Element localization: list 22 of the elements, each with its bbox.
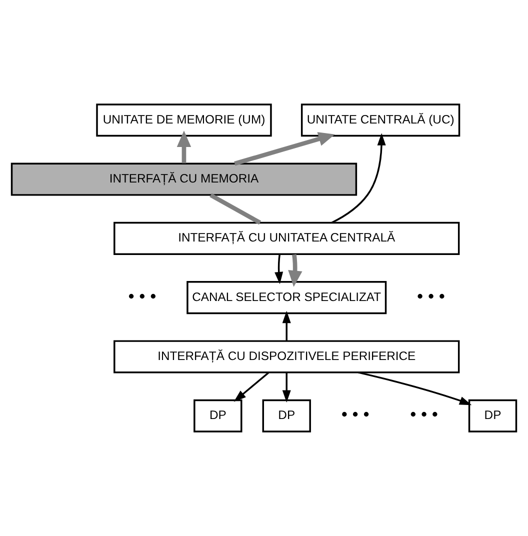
label: • • • [417, 286, 445, 306]
node-box: INTERFAȚĂ CU DISPOZITIVELE PERIFERICE [114, 340, 460, 374]
arrow [234, 372, 270, 402]
node-box: UNITATE DE MEMORIE (UM) [96, 104, 272, 137]
node-box: INTERFAȚĂ CU MEMORIA [10, 162, 358, 196]
node-box: DP [194, 399, 242, 432]
arrow [176, 130, 192, 164]
arrow [282, 310, 291, 341]
arrow [282, 372, 291, 402]
arrow [274, 254, 284, 284]
label: • • • [341, 404, 370, 424]
node-box: DP [262, 399, 311, 432]
node-box: INTERFAȚĂ CU UNITATEA CENTRALĂ [114, 222, 460, 255]
node-box: DP [468, 399, 518, 432]
arrow [234, 132, 335, 166]
node-box: UNITATE CENTRALĂ (UC) [300, 104, 460, 137]
label: • • • [128, 286, 156, 306]
arrow [288, 254, 302, 287]
arrow [331, 133, 386, 224]
node-box: CANAL SELECTOR SPECIALIZAT [186, 281, 387, 314]
label: • • • [410, 404, 438, 424]
arrow [358, 372, 472, 406]
